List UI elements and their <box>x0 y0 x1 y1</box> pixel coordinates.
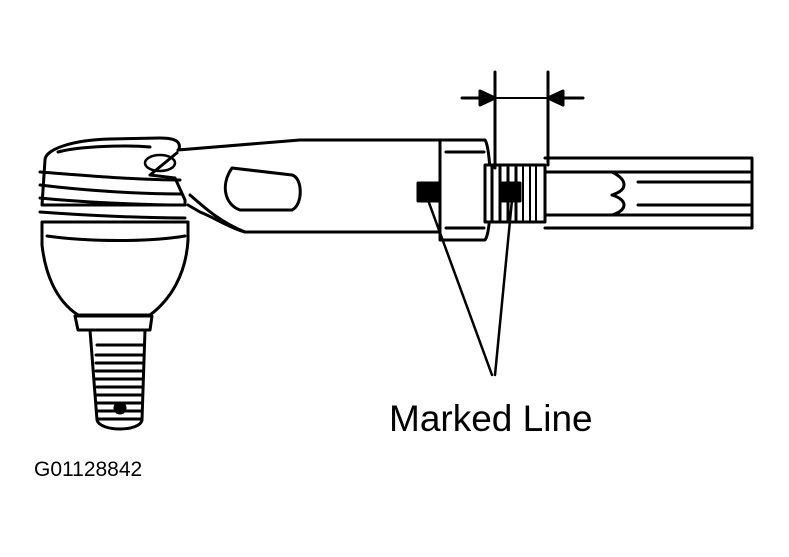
tie-rod-end-arm <box>176 138 442 234</box>
marked-line-band-right <box>498 181 522 203</box>
figure-id: G01128842 <box>34 458 143 481</box>
callout-leader-lines <box>426 198 514 377</box>
rack-shaft <box>543 156 754 230</box>
ball-joint-head <box>38 136 190 332</box>
lock-nut <box>438 138 493 242</box>
threaded-stud <box>88 328 147 431</box>
dimension-arrows-icon <box>460 70 585 170</box>
marked-line-label: Marked Line <box>389 398 593 439</box>
marked-line-band-left <box>416 181 442 203</box>
thread-section <box>483 163 547 224</box>
